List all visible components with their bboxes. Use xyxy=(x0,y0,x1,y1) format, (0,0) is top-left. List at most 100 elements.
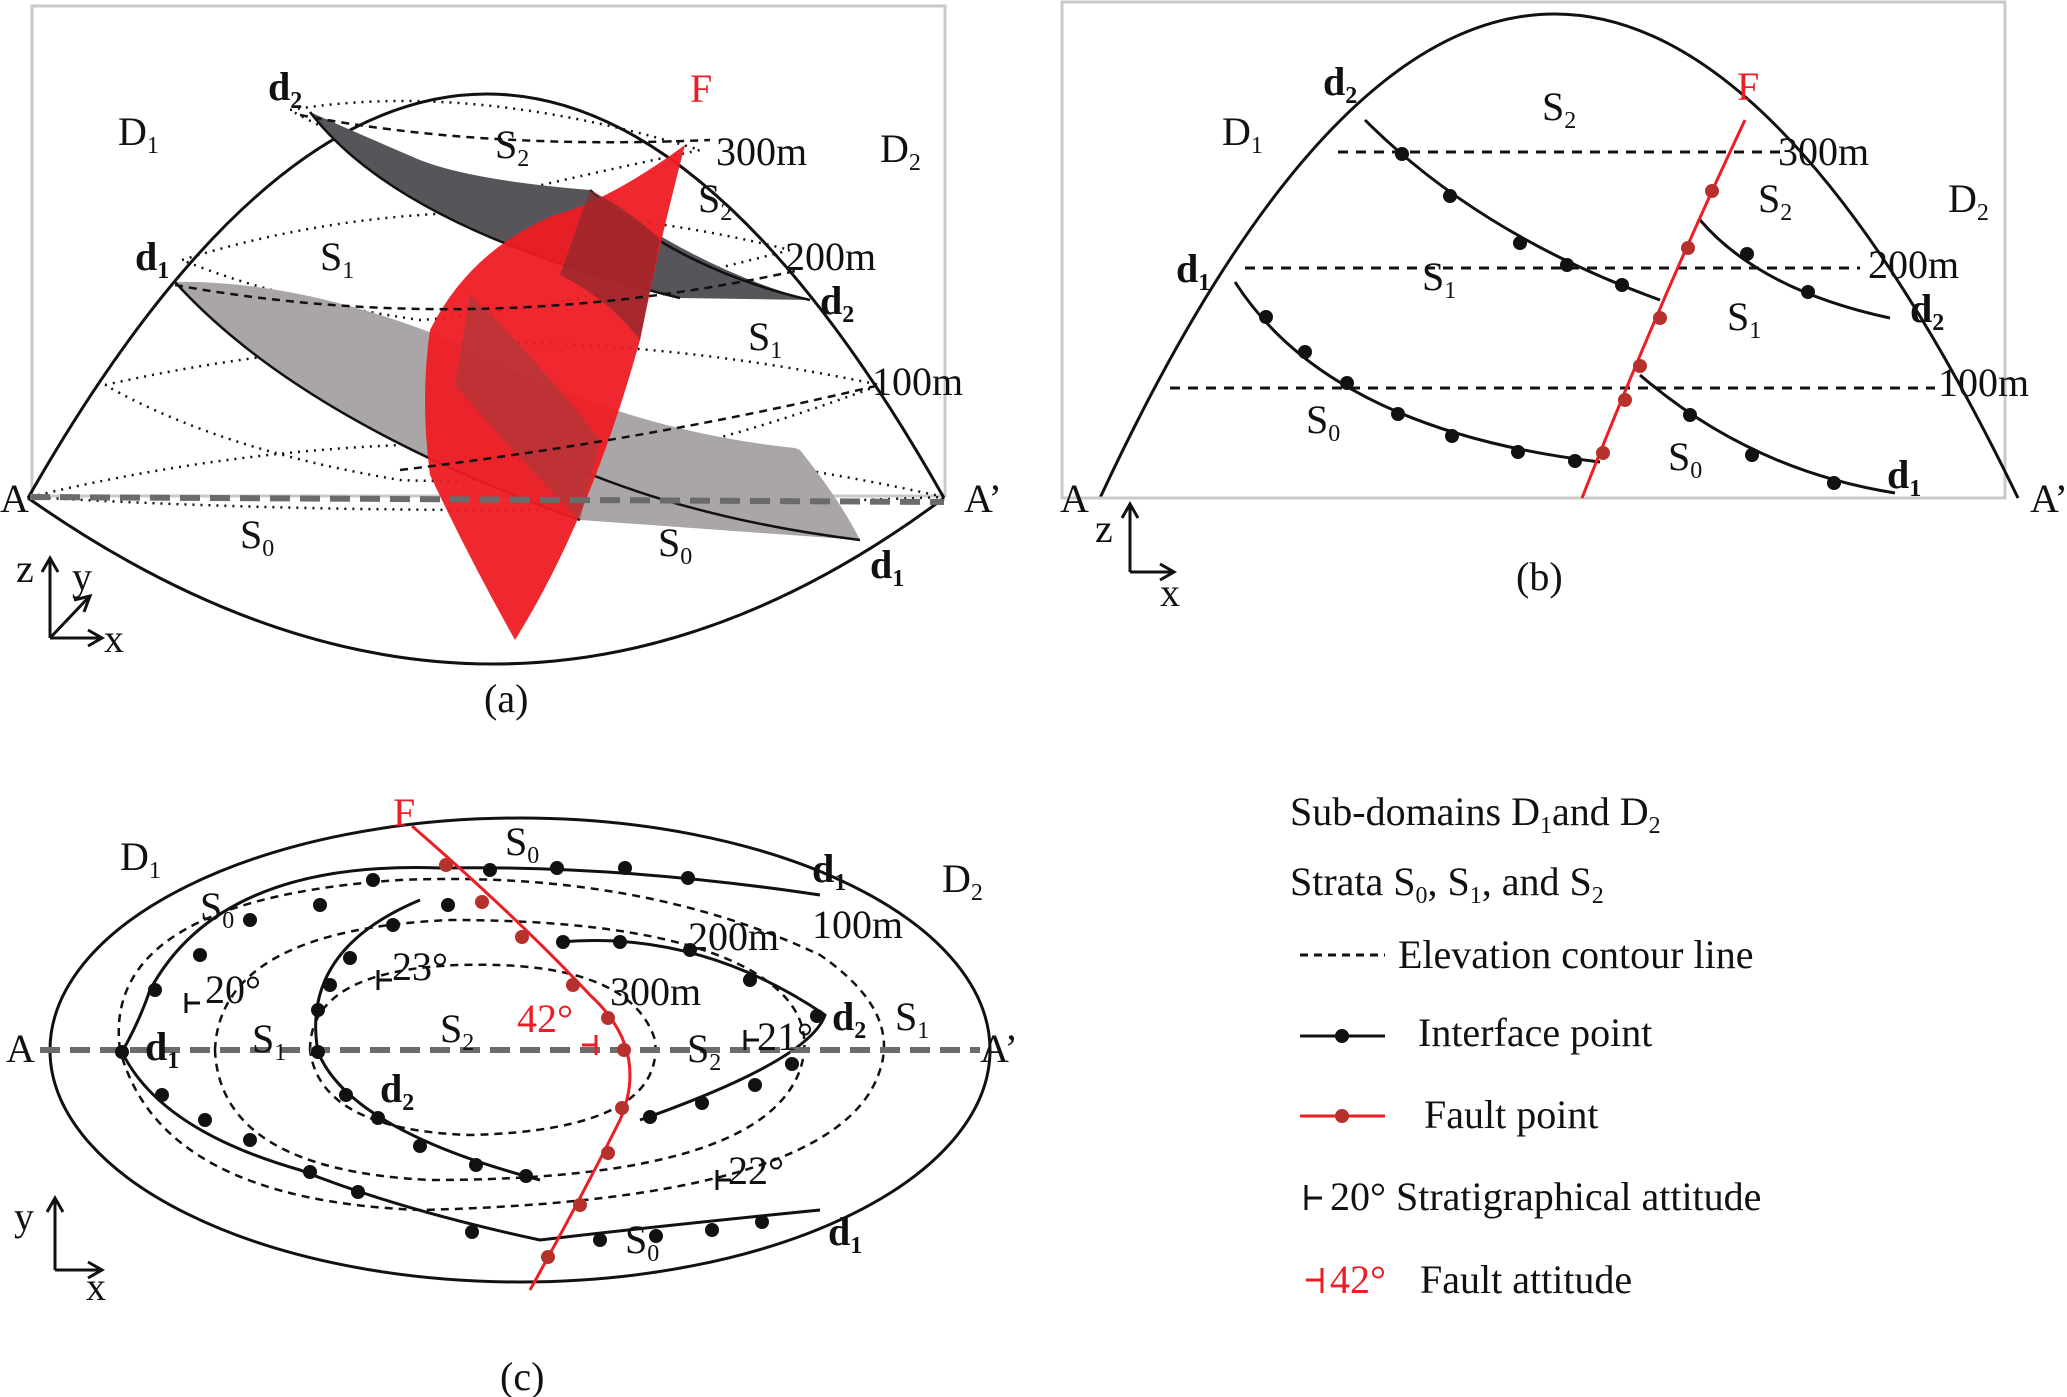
interface-point xyxy=(556,935,570,949)
fault-line-b xyxy=(1580,119,1747,499)
interface-point xyxy=(1513,236,1527,250)
label-d2-right-c: d2 xyxy=(832,994,866,1044)
interface-point xyxy=(469,1158,483,1172)
label-S0-bottom-c: S0 xyxy=(625,1217,659,1267)
interface-point xyxy=(613,935,627,949)
interface-point xyxy=(148,983,162,997)
interface-point xyxy=(695,1096,709,1110)
fault-point xyxy=(541,1250,555,1264)
label-D1-a: D1 xyxy=(118,109,159,159)
interface-point xyxy=(243,1133,257,1147)
interface-point xyxy=(1740,247,1754,261)
label-S0-right-a: S0 xyxy=(658,520,692,570)
legend-fault-attitude-value: 42° xyxy=(1330,1257,1386,1302)
label-F-b: F xyxy=(1737,64,1759,109)
interface-point xyxy=(785,1057,799,1071)
panel-b: D1 D2 d2 d1 d2 d1 F S2 S2 S1 S1 S0 S0 30… xyxy=(1060,0,2067,615)
fault-point xyxy=(439,858,453,872)
fault-attitude-symbol-c xyxy=(582,1035,598,1055)
panel-c: 20° 23° 21° 22° 42° F D1 D2 d1 d1 d1 d2 … xyxy=(6,790,1018,1397)
fault-overlap-light xyxy=(455,295,600,520)
interface-point xyxy=(649,1229,663,1243)
interface-point xyxy=(1568,454,1582,468)
interface-point xyxy=(593,1233,607,1247)
axis-x-b: x xyxy=(1160,570,1180,615)
interface-point xyxy=(351,1185,365,1199)
label-S0-left-c: S0 xyxy=(200,884,234,934)
label-D1-c: D1 xyxy=(120,834,161,884)
interface-point xyxy=(519,1169,533,1183)
axis-z-b: z xyxy=(1095,506,1113,551)
contour-label-200-c: 200m xyxy=(688,914,779,959)
attitude-21: 21° xyxy=(757,1014,813,1059)
interface-point xyxy=(1683,408,1697,422)
fault-point xyxy=(617,1043,631,1057)
label-F-a: F xyxy=(690,66,712,111)
label-d1-left-c: d1 xyxy=(145,1024,179,1074)
label-A-a: A xyxy=(0,476,29,521)
interface-point xyxy=(193,948,207,962)
interface-point xyxy=(343,951,357,965)
attitude-20: 20° xyxy=(205,967,261,1012)
label-D1-b: D1 xyxy=(1222,109,1263,159)
interface-point xyxy=(311,1003,325,1017)
interface-point xyxy=(1298,345,1312,359)
fault-points-c xyxy=(439,858,631,1264)
interface-point xyxy=(313,898,327,912)
fault-trace-c xyxy=(411,824,632,1291)
contour-ellipse-100 xyxy=(104,341,885,483)
interface-point xyxy=(1443,189,1457,203)
interface-point xyxy=(643,1110,657,1124)
label-d1-bottom-c: d1 xyxy=(828,1209,862,1259)
interface-point xyxy=(339,1088,353,1102)
legend-fault-dot xyxy=(1335,1109,1349,1123)
contour-dashed-100 xyxy=(399,383,881,472)
interface-point xyxy=(1395,147,1409,161)
interface-point xyxy=(1560,258,1574,272)
interface-point xyxy=(681,871,695,885)
axes-icon-b xyxy=(1120,500,1178,582)
axis-z-a: z xyxy=(16,546,34,591)
interface-points-b xyxy=(1259,147,1841,490)
contour-label-100-a: 100m xyxy=(872,359,963,404)
label-A-b: A xyxy=(1060,476,1089,521)
caption-a: (a) xyxy=(484,676,528,721)
panel-b-frame xyxy=(1060,0,2007,500)
label-D2-a: D2 xyxy=(880,126,921,176)
fault-point xyxy=(1653,311,1667,325)
interface-point xyxy=(550,861,564,875)
label-d2-right-b: d2 xyxy=(1910,286,1944,336)
lower-interface-line-right xyxy=(579,468,861,542)
interface-point xyxy=(413,1139,427,1153)
interface-point xyxy=(311,1045,325,1059)
interface-point xyxy=(1259,310,1273,324)
legend-strat-attitude-label: 20° Stratigraphical attitude xyxy=(1330,1174,1761,1219)
contour-100-c xyxy=(117,877,886,1212)
interface-point xyxy=(441,898,455,912)
label-d1-right-b: d1 xyxy=(1887,452,1921,502)
label-S1-a: S1 xyxy=(320,234,354,284)
interface-point xyxy=(1445,429,1459,443)
contour-300-c xyxy=(308,963,657,1137)
label-S1-right-c: S1 xyxy=(895,994,929,1044)
label-S2-right-c: S2 xyxy=(687,1026,721,1076)
interface-point xyxy=(1827,476,1841,490)
interface-d2-c xyxy=(314,898,827,1182)
legend-interface-label: Interface point xyxy=(1418,1010,1652,1055)
label-F-c: F xyxy=(393,790,415,835)
interface-point xyxy=(386,918,400,932)
interface-point xyxy=(1745,448,1759,462)
label-S1-b: S1 xyxy=(1422,254,1456,304)
interface-point xyxy=(618,861,632,875)
interface-point xyxy=(748,1078,762,1092)
interface-point xyxy=(303,1165,317,1179)
interface-point xyxy=(810,1009,824,1023)
interface-point xyxy=(1615,278,1629,292)
section-line-a xyxy=(29,494,945,505)
label-d2-top-b: d2 xyxy=(1323,59,1357,109)
fault-point xyxy=(566,978,580,992)
axis-x-a: x xyxy=(104,616,124,661)
legend-subdomains: Sub-domains D1and D2 xyxy=(1290,789,1661,839)
attitude-symbols-c xyxy=(184,970,759,1190)
